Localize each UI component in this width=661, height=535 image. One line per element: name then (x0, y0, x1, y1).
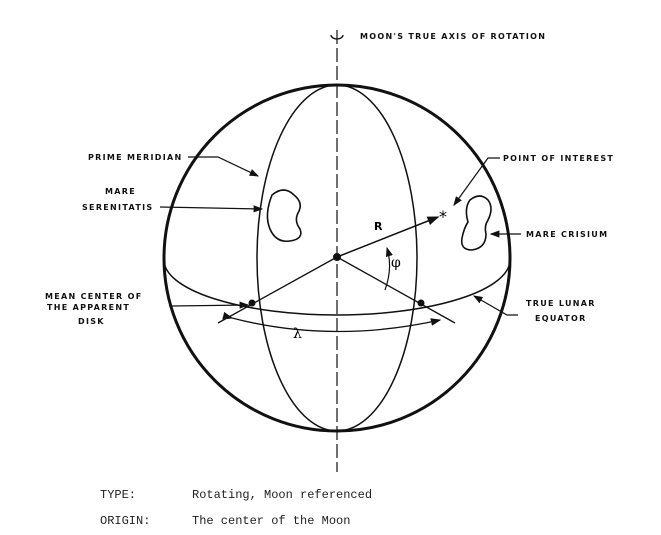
equator-label-1: TRUE LUNAR (526, 299, 596, 308)
mare-serenitatis-label-2: SERENITATIS (82, 203, 153, 212)
meridian-line-left (217, 256, 338, 324)
prime-meridian-leader (188, 156, 260, 177)
moon-center-dot (333, 253, 341, 261)
mean-center-dot (248, 299, 256, 307)
point-of-interest-label: POINT OF INTEREST (503, 154, 614, 163)
mean-center-label-3: DISK (78, 317, 105, 326)
lambda-label: λ (293, 326, 302, 342)
poi-leader (453, 157, 500, 206)
mean-center-label-2: THE APPARENT (47, 303, 130, 312)
prime-meridian-label: PRIME MERIDIAN (88, 153, 182, 162)
radius-label: R (374, 220, 383, 233)
rotation-arrow-icon (330, 34, 344, 40)
axis-label: MOON'S TRUE AXIS OF ROTATION (360, 32, 546, 41)
equator-leader (472, 295, 518, 316)
mean-center-label-1: MEAN CENTER OF (45, 292, 142, 301)
prime-meridian (256, 84, 418, 432)
mare-serenitatis-label-1: MARE (105, 187, 136, 196)
mare-crisium-label: MARE CRISIUM (526, 230, 608, 239)
point-of-interest-asterisk: * (439, 207, 447, 226)
equator-point-dot (417, 299, 425, 307)
serenitatis-leader (159, 205, 264, 213)
type-value: Rotating, Moon referenced (192, 488, 373, 502)
origin-value: The center of the Moon (192, 514, 351, 528)
equator-label-2: EQUATOR (535, 314, 587, 323)
mare-serenitatis (266, 189, 302, 243)
phi-arc (384, 246, 393, 291)
mean-center-leader (171, 301, 250, 309)
lambda-arc (222, 311, 442, 333)
type-label: TYPE: (100, 488, 137, 502)
mare-crisium (460, 195, 492, 251)
phi-label: φ (391, 255, 401, 271)
radius-vector (336, 216, 440, 258)
origin-label: ORIGIN: (100, 514, 151, 528)
